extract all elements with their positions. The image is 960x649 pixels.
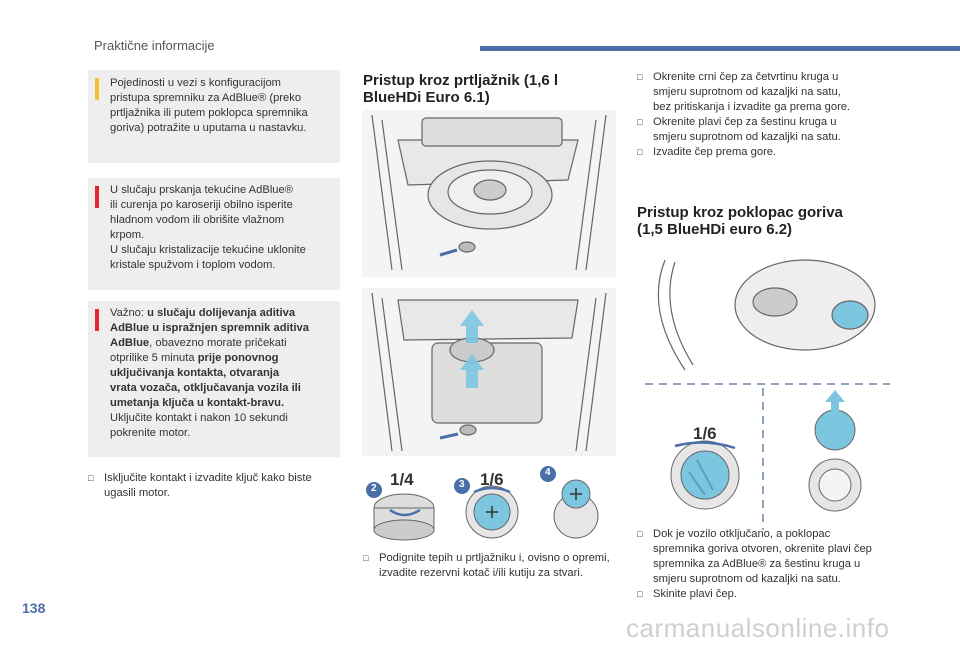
step-rotation-label: 1/4 bbox=[390, 470, 414, 489]
warning-text: Uključite kontakt i nakon 10 sekundi bbox=[110, 412, 288, 424]
checkbox-bullet-icon: □ bbox=[637, 147, 643, 157]
heading-line: Pristup kroz prtljažnik (1,6 l bbox=[363, 72, 559, 89]
bullet-text: spremnika goriva otvoren, okrenite plavi… bbox=[653, 543, 872, 555]
checkbox-bullet-icon: □ bbox=[363, 553, 369, 563]
bullets-fuel-flap: □ Dok je vozilo otključano, a poklopac sp… bbox=[637, 527, 937, 602]
checkbox-bullet-icon: □ bbox=[637, 72, 643, 82]
warning-icon bbox=[95, 186, 99, 208]
warning-text-bold: uključivanja kontakta, otvaranja bbox=[110, 367, 280, 379]
boot-spare-wheel-figure bbox=[362, 110, 616, 277]
warning-text: hladnom vodom ili obrišite vlažnom bbox=[110, 214, 285, 226]
info-text: Pojedinosti u vezi s konfiguracijom bbox=[110, 77, 282, 89]
warning-text-bold: vrata vozača, otključavanja vozila ili bbox=[110, 382, 301, 394]
heading-line: Pristup kroz poklopac goriva bbox=[637, 204, 843, 221]
bullet-text: smjeru suprotnom od kazaljki na satu. bbox=[653, 573, 841, 585]
warning-text-bold: prije ponovnog bbox=[197, 352, 279, 364]
step-number-badge: 4 bbox=[545, 467, 551, 478]
warning-text: U slučaju kristalizacije tekućine ukloni… bbox=[110, 244, 306, 256]
bullet-text: izvadite rezervni kotač i/ili kutiju za … bbox=[379, 567, 583, 579]
warning-text: pokrenite motor. bbox=[110, 427, 191, 439]
bullet-ignition-off: □ Isključite kontakt i izvadite ključ kak… bbox=[88, 471, 348, 501]
chapter-title: Praktične informacije bbox=[94, 38, 215, 53]
warning-box-refill: Važno: u slučaju dolijevanja aditiva AdB… bbox=[88, 301, 340, 457]
step-rotation-label: 1/6 bbox=[480, 470, 504, 489]
page-number: 138 bbox=[22, 600, 46, 616]
checkbox-bullet-icon: □ bbox=[637, 529, 643, 539]
bullet-text: Isključite kontakt i izvadite ključ kako… bbox=[104, 472, 312, 484]
warning-text-bold: AdBlue u ispražnjen spremnik aditiva bbox=[110, 322, 309, 334]
bullet-text: Dok je vozilo otključano, a poklopac bbox=[653, 528, 831, 540]
bullet-text: Okrenite crni čep za četvrtinu kruga u bbox=[653, 71, 839, 83]
warning-text: ili curenja po karoseriji obilno isperit… bbox=[110, 199, 293, 211]
bullet-text: Izvadite čep prema gore. bbox=[653, 146, 777, 158]
bullet-text: Skinite plavi čep. bbox=[653, 588, 737, 600]
warning-text-bold: AdBlue bbox=[110, 337, 150, 349]
warning-text-bold: umetanja ključa u kontakt-bravu. bbox=[110, 397, 285, 409]
warning-text: , obavezno morate pričekati bbox=[149, 337, 287, 349]
bullet-lift-carpet: □ Podignite tepih u prtljažniku i, ovisno… bbox=[363, 551, 623, 581]
bullet-text: Okrenite plavi čep za šestinu kruga u bbox=[653, 116, 837, 128]
bullet-text: Podignite tepih u prtljažniku i, ovisno … bbox=[379, 552, 610, 564]
info-box: Pojedinosti u vezi s konfiguracijom pris… bbox=[88, 70, 340, 163]
bullet-text: ugasili motor. bbox=[104, 487, 170, 499]
bullet-text: spremnika za AdBlue® za šestinu kruga u bbox=[653, 558, 861, 570]
checkbox-bullet-icon: □ bbox=[637, 589, 643, 599]
section-heading-boot: Pristup kroz prtljažnik (1,6 l BlueHDi E… bbox=[363, 72, 558, 106]
warning-text: Važno: bbox=[110, 307, 148, 319]
bullet-text: bez pritiskanja i izvadite ga prema gore… bbox=[653, 101, 851, 113]
bullet-text: smjeru suprotnom od kazaljki na satu, bbox=[653, 86, 841, 98]
warning-text: otprilike 5 minuta bbox=[110, 352, 198, 364]
step-number-badge: 2 bbox=[371, 483, 377, 494]
warning-text: kristale spužvom i toplom vodom. bbox=[110, 259, 276, 271]
step-3-figure: 3 1/6 bbox=[450, 464, 534, 544]
step-4-figure: 4 bbox=[538, 464, 616, 544]
step-2-figure: 2 1/4 bbox=[362, 464, 446, 544]
rotation-label: 1/6 bbox=[693, 424, 717, 443]
fuel-flap-figure: 1/6 bbox=[645, 250, 890, 530]
header-bar bbox=[480, 46, 960, 51]
warning-text: U slučaju prskanja tekućine AdBlue® bbox=[110, 184, 293, 196]
boot-tank-opening-figure bbox=[362, 288, 616, 456]
bullet-text: smjeru suprotnom od kazaljki na satu. bbox=[653, 131, 841, 143]
checkbox-bullet-icon: □ bbox=[88, 473, 94, 483]
warning-box-spill: U slučaju prskanja tekućine AdBlue® ili … bbox=[88, 178, 340, 290]
checkbox-bullet-icon: □ bbox=[637, 117, 643, 127]
heading-line: (1,5 BlueHDi euro 6.2) bbox=[637, 221, 793, 238]
warning-text: krpom. bbox=[110, 229, 145, 241]
watermark: carmanualsonline.info bbox=[626, 613, 890, 643]
bullets-boot-steps: □Okrenite crni čep za četvrtinu kruga u … bbox=[637, 70, 927, 160]
info-text: prtljažnika ili putem poklopca spremnika bbox=[110, 107, 308, 119]
heading-line: BlueHDi Euro 6.1) bbox=[363, 89, 490, 106]
step-number-badge: 3 bbox=[459, 479, 465, 490]
info-text: pristupa spremniku za AdBlue® (preko bbox=[110, 92, 302, 104]
section-heading-fuel-flap: Pristup kroz poklopac goriva (1,5 BlueHD… bbox=[637, 204, 843, 238]
info-icon bbox=[95, 78, 99, 100]
warning-text-bold: u slučaju dolijevanja aditiva bbox=[147, 307, 296, 319]
warning-icon bbox=[95, 309, 99, 331]
info-text: goriva) potražite u uputama u nastavku. bbox=[110, 122, 307, 134]
